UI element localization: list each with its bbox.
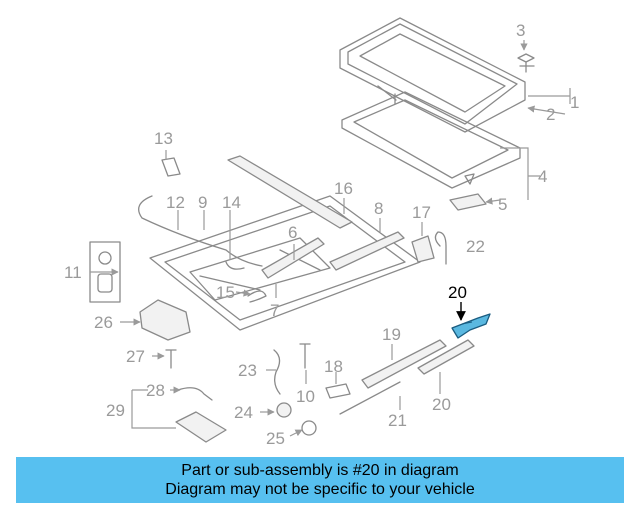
rail-part-19 — [361, 339, 447, 389]
callout-24: 24 — [234, 403, 253, 422]
callout-13: 13 — [154, 129, 173, 148]
callout-22: 21 — [388, 411, 407, 430]
cable-part-22 — [339, 381, 401, 415]
rail-part-6 — [261, 237, 325, 279]
rail-part-16 — [227, 155, 353, 229]
cable-part-29 — [177, 387, 213, 401]
callout-18: 18 — [324, 357, 343, 376]
callout-21: 20 — [432, 395, 451, 414]
leader-lines — [90, 40, 571, 437]
callout-15: 15 — [216, 283, 235, 302]
part-21 — [417, 339, 475, 375]
callout-20: 20 — [448, 283, 467, 302]
cable-part-12 — [138, 195, 263, 267]
bracket-part-17 — [411, 235, 435, 263]
part-25 — [301, 420, 317, 436]
callout-2: 2 — [546, 105, 555, 124]
callout-16: 16 — [334, 179, 353, 198]
clip-part-4 — [464, 173, 475, 185]
callout-8: 8 — [374, 199, 383, 218]
part-24 — [276, 402, 292, 418]
motor-part-26 — [139, 299, 191, 341]
wire-part-14 — [225, 261, 245, 270]
callout-23-upper: 22 — [466, 237, 485, 256]
callout-3: 3 — [516, 21, 525, 40]
part-18 — [325, 383, 351, 399]
tube-part-23-lower — [273, 349, 281, 395]
glass-panel-part — [339, 17, 526, 133]
highlighted-part-20 — [451, 313, 491, 339]
callout-1: 1 — [570, 93, 579, 112]
callout-27: 27 — [126, 347, 145, 366]
callout-numbers: 3 1 2 4 5 13 16 12 9 14 8 17 6 22 11 15 … — [64, 21, 579, 448]
bolt-part-3 — [517, 53, 535, 73]
screw-part-27 — [165, 349, 177, 369]
banner-line-2: Diagram may not be specific to your vehi… — [165, 481, 475, 498]
callout-9: 9 — [198, 193, 207, 212]
part-10 — [299, 343, 311, 369]
callout-11: 11 — [64, 263, 82, 282]
callout-4: 4 — [538, 167, 547, 186]
callout-14: 14 — [222, 193, 241, 212]
part-15 — [247, 290, 267, 303]
banner-line-1: Part or sub-assembly is #20 in diagram — [181, 462, 459, 479]
rail-part-8 — [329, 231, 405, 271]
frame-part — [341, 91, 521, 189]
info-banner: Part or sub-assembly is #20 in diagram D… — [16, 457, 624, 503]
hose-part-23 — [434, 231, 447, 265]
callout-26: 26 — [94, 313, 113, 332]
callout-6: 6 — [288, 223, 297, 242]
parts-diagram: 3 1 2 4 5 13 16 12 9 14 8 17 6 22 11 15 … — [64, 17, 579, 448]
callout-25: 25 — [266, 429, 285, 448]
callout-7: 7 — [270, 301, 279, 320]
callout-10: 10 — [296, 387, 315, 406]
callout-17: 17 — [412, 203, 431, 222]
part-13 — [161, 157, 181, 177]
callout-23-lower: 23 — [238, 361, 257, 380]
guide-part-5 — [449, 193, 487, 211]
plate-part-28 — [175, 411, 227, 443]
callout-19: 19 — [382, 325, 401, 344]
callout-29: 28 — [146, 381, 165, 400]
callout-5: 5 — [498, 195, 507, 214]
callout-28: 29 — [106, 401, 125, 420]
callout-12: 12 — [166, 193, 185, 212]
